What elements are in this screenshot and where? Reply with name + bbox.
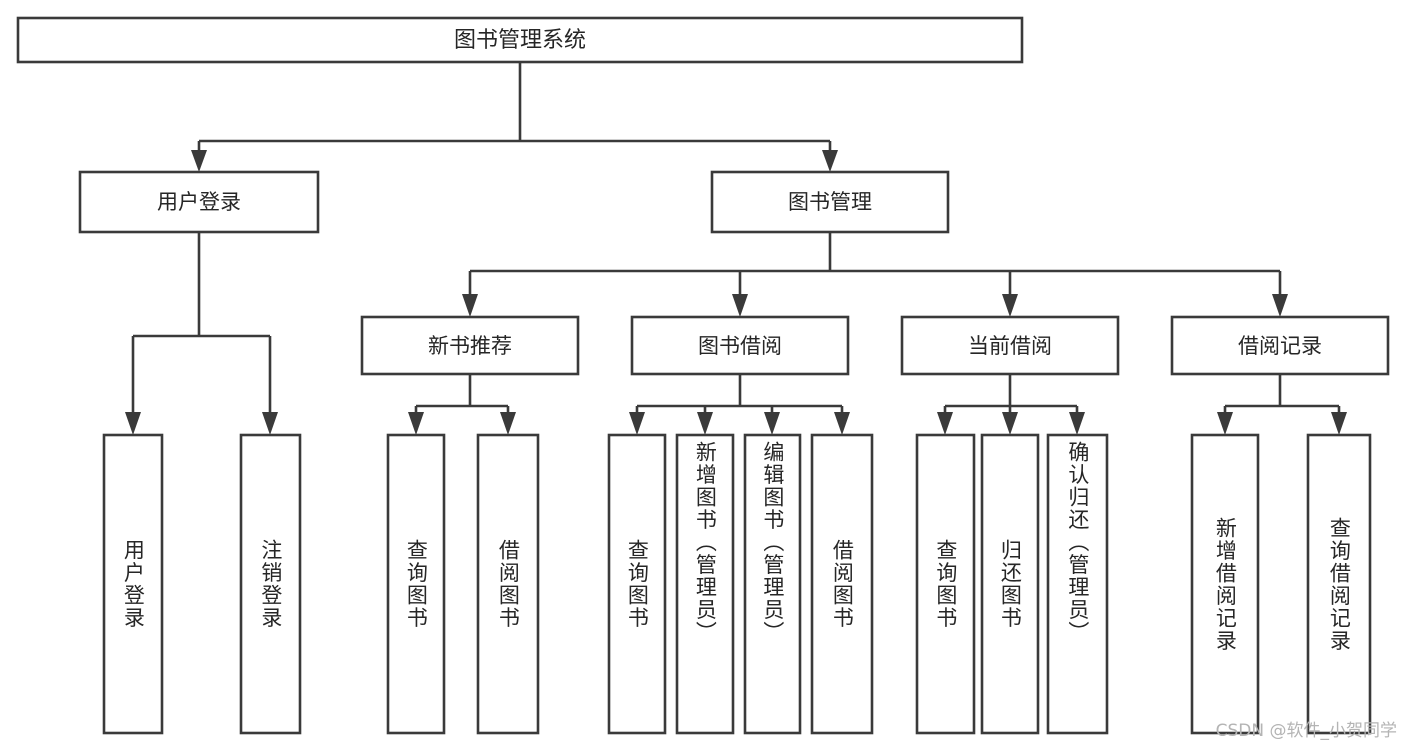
arrow-head-leaf-add-record [1217, 412, 1233, 435]
leaf-box-query-borrow-record[interactable] [1306, 433, 1372, 735]
node-new-book-recommend[interactable]: 新书推荐 [360, 315, 580, 376]
node-borrow-record-box[interactable] [1170, 315, 1390, 376]
arrow-head-borrow-record [1272, 294, 1288, 317]
arrow-head-leaf-logout [262, 412, 278, 435]
arrow-head-leaf-user-login [125, 412, 141, 435]
leaf-box-confirm-return-admin[interactable] [1046, 433, 1109, 735]
node-current-borrow-label: 当前借阅 [968, 334, 1052, 358]
arrow-head-book-borrow [732, 294, 748, 317]
leaf-box-query-book-borrow[interactable] [607, 433, 667, 735]
leaf-box-return-book[interactable] [980, 433, 1040, 735]
arrow-head-new-book-rec [462, 294, 478, 317]
leaf-box-user-login[interactable] [102, 433, 164, 735]
node-user-login[interactable]: 用户登录 [78, 170, 320, 234]
node-user-login-label: 用户登录 [157, 190, 241, 214]
node-current-borrow-box[interactable] [900, 315, 1120, 376]
connector-group [125, 62, 1347, 435]
node-book-management[interactable]: 图书管理 [710, 170, 950, 234]
arrow-head-leaf-query-book-3 [937, 412, 953, 435]
leaf-box-borrow-book-newbook[interactable] [476, 433, 540, 735]
node-borrow-record-label: 借阅记录 [1238, 334, 1322, 358]
node-root[interactable]: 图书管理系统 [16, 16, 1024, 64]
node-root-label: 图书管理系统 [454, 28, 586, 53]
leaf-box-add-borrow-record[interactable] [1190, 433, 1260, 735]
node-current-borrow[interactable]: 当前借阅 [900, 315, 1120, 376]
arrow-head-leaf-query-book-1 [408, 412, 424, 435]
node-book-borrow[interactable]: 图书借阅 [630, 315, 850, 376]
node-root-box[interactable] [16, 16, 1024, 64]
arrow-head-leaf-query-book-2 [629, 412, 645, 435]
node-new-book-recommend-label: 新书推荐 [428, 334, 512, 358]
leaf-box-query-book-newbook[interactable] [386, 433, 446, 735]
arrow-head-book-mgmt [822, 150, 838, 172]
arrow-head-user-login [191, 150, 207, 172]
leaf-box-edit-book-admin[interactable] [743, 433, 802, 735]
leaf-box-add-book-admin[interactable] [675, 433, 735, 735]
node-book-borrow-label: 图书借阅 [698, 334, 782, 358]
leaf-box-borrow-book-borrow[interactable] [810, 433, 874, 735]
arrow-head-leaf-return-book [1002, 412, 1018, 435]
node-new-book-recommend-box[interactable] [360, 315, 580, 376]
node-user-login-box[interactable] [78, 170, 320, 234]
node-book-borrow-box[interactable] [630, 315, 850, 376]
node-book-management-label: 图书管理 [788, 190, 872, 214]
arrow-head-leaf-borrow-book-2 [834, 412, 850, 435]
arrow-head-leaf-borrow-book-1 [500, 412, 516, 435]
node-book-management-box[interactable] [710, 170, 950, 234]
leaf-box-logout[interactable] [239, 433, 302, 735]
arrow-head-current-borrow [1002, 294, 1018, 317]
arrow-head-leaf-confirm-return [1069, 412, 1085, 435]
arrow-head-leaf-add-book [697, 412, 713, 435]
arrow-head-leaf-query-record [1331, 412, 1347, 435]
arrow-head-leaf-edit-book [764, 412, 780, 435]
node-borrow-record[interactable]: 借阅记录 [1170, 315, 1390, 376]
leaf-box-query-book-current[interactable] [915, 433, 976, 735]
